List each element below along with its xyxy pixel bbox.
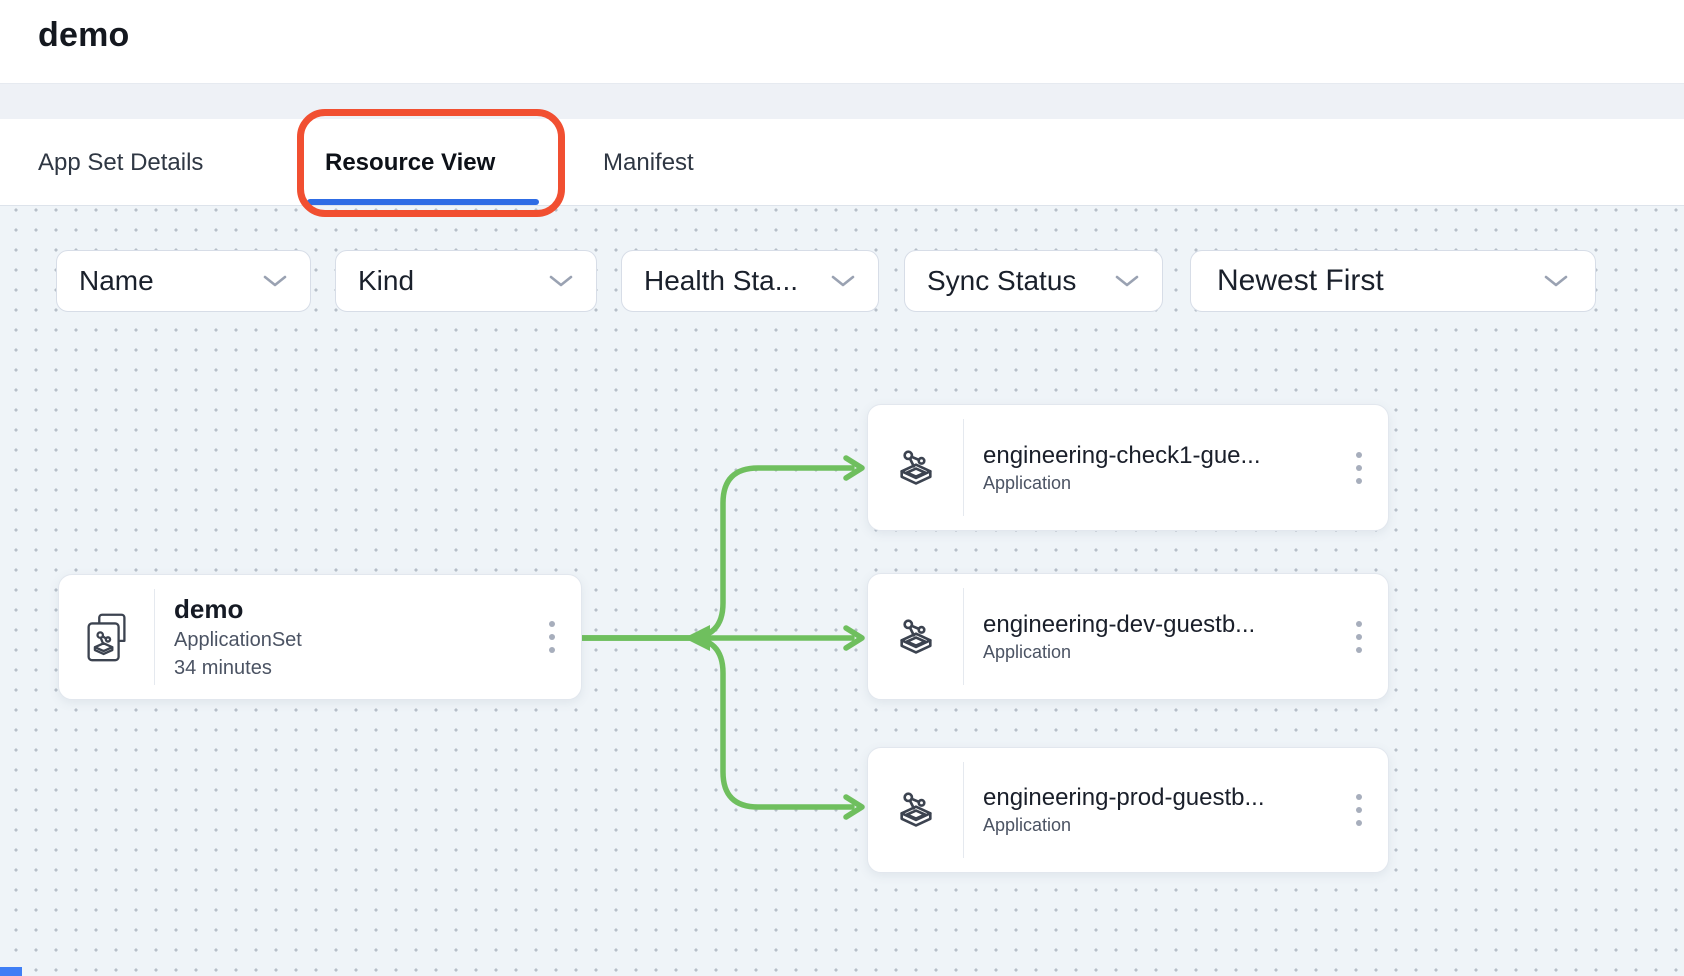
active-tab-underline — [307, 199, 539, 205]
node-kind: Application — [983, 472, 1072, 493]
tab-manifest[interactable]: Manifest — [603, 148, 694, 176]
node-title: demo — [174, 593, 244, 624]
chevron-down-icon — [549, 275, 573, 287]
node-kind: Application — [983, 641, 1072, 662]
node-kind: Application — [983, 815, 1072, 835]
canvas-corner-chip — [0, 967, 22, 976]
node-divider — [963, 588, 964, 685]
node-divider — [963, 762, 964, 858]
chevron-down-icon — [831, 275, 855, 287]
node-divider — [154, 589, 155, 685]
node-title: engineering-check1-gue... — [983, 441, 1261, 469]
sort-order-label: Newest First — [1217, 264, 1384, 297]
node-kind: ApplicationSet — [174, 628, 302, 651]
chevron-down-icon — [263, 275, 287, 287]
kebab-menu-icon[interactable] — [1330, 405, 1388, 530]
filter-kind-label: Kind — [358, 265, 415, 296]
tab-bar: App Set Details Resource View Manifest — [0, 119, 1684, 206]
node-application-prod[interactable]: engineering-prod-guestb... Application — [867, 747, 1389, 873]
kebab-menu-icon[interactable] — [1330, 574, 1388, 699]
node-age: 34 minutes — [174, 656, 272, 679]
tab-app-set-details[interactable]: App Set Details — [38, 148, 204, 176]
node-divider — [963, 419, 964, 516]
node-title: engineering-prod-guestb... — [983, 784, 1265, 811]
page-header: demo — [0, 0, 1684, 83]
filter-sync-status-dropdown[interactable]: Sync Status — [904, 250, 1163, 312]
argo-application-icon — [868, 574, 963, 699]
filter-kind-dropdown[interactable]: Kind — [335, 250, 597, 312]
chevron-down-icon — [1115, 275, 1139, 287]
filter-name-label: Name — [79, 265, 154, 296]
header-separator-band — [0, 83, 1684, 119]
tab-resource-view[interactable]: Resource View — [325, 148, 496, 176]
resource-graph-canvas[interactable]: Name Kind Health Sta... Sync Status Newe… — [0, 206, 1684, 976]
argo-application-icon — [868, 748, 963, 872]
kebab-menu-icon[interactable] — [1330, 748, 1388, 872]
applicationset-icon — [59, 575, 154, 699]
filter-health-status-label: Health Sta... — [644, 265, 799, 296]
sort-order-dropdown[interactable]: Newest First — [1190, 250, 1596, 312]
kebab-menu-icon[interactable] — [523, 575, 581, 699]
filter-sync-status-label: Sync Status — [927, 265, 1077, 296]
node-title: engineering-dev-guestb... — [983, 610, 1256, 638]
filter-health-status-dropdown[interactable]: Health Sta... — [621, 250, 879, 312]
node-application-check1[interactable]: engineering-check1-gue... Application — [867, 404, 1389, 531]
filter-name-dropdown[interactable]: Name — [56, 250, 311, 312]
node-applicationset-demo[interactable]: demo ApplicationSet 34 minutes — [58, 574, 582, 700]
chevron-down-icon — [1544, 275, 1568, 287]
node-application-dev[interactable]: engineering-dev-guestb... Application — [867, 573, 1389, 700]
argo-application-icon — [868, 405, 963, 530]
page-title: demo — [38, 16, 130, 54]
